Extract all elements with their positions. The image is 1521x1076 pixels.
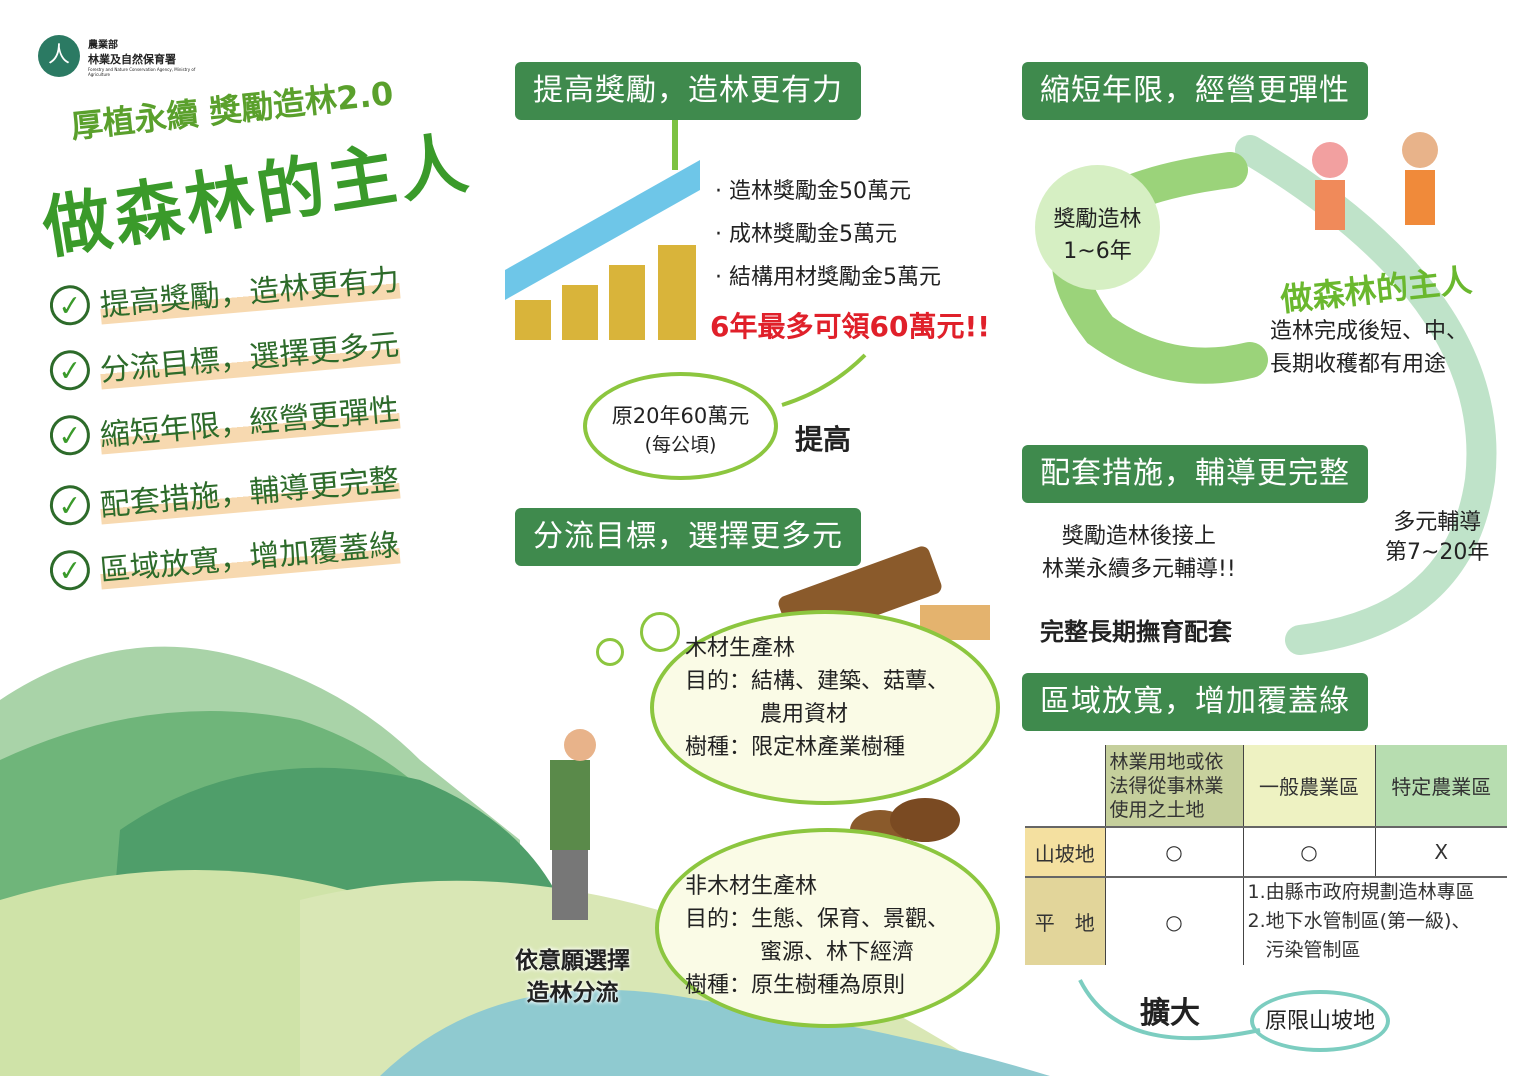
land-eligibility-table: 林業用地或依法得從事林業使用之土地 一般農業區 特定農業區 山坡地 ○ ○ X …: [1025, 745, 1507, 965]
header-divert: 分流目標，選擇更多元: [515, 508, 861, 566]
cell: X: [1374, 827, 1507, 877]
choice-line: 造林分流: [526, 980, 619, 1006]
cell: ○: [1104, 827, 1243, 877]
check-icon: ✓: [48, 483, 92, 527]
nontimber-species: 樹種：原生樹種為原則: [685, 973, 906, 998]
row-label: 山坡地: [1025, 827, 1105, 877]
original-slope-circle: 原限山坡地: [1250, 990, 1390, 1052]
header-incentive: 提高獎勵，造林更有力: [515, 62, 861, 120]
table-corner: [1025, 745, 1105, 827]
header-expand: 區域放寬，增加覆蓋綠: [1022, 673, 1368, 731]
thought-dot: [596, 638, 624, 666]
check-icon: ✓: [48, 348, 92, 392]
cell: ○: [1104, 877, 1243, 965]
flatland-note: 1.由縣市政府規劃造林專區 2.地下水管制區(第一級)、 污染管制區: [1242, 877, 1507, 965]
farmer-illustration: [550, 729, 596, 920]
note-line: 污染管制區: [1265, 939, 1361, 961]
original-line2: (每公頃): [644, 434, 717, 456]
timber-species: 樹種：限定林產業樹種: [685, 735, 906, 760]
note-line: 1.由縣市政府規劃造林專區: [1247, 881, 1475, 903]
original-line1: 原20年60萬元: [611, 404, 750, 428]
nontimber-bubble: [655, 828, 1000, 1028]
logo-line1: 農業部: [88, 39, 118, 51]
desc-line: 造林完成後短、中、: [1270, 319, 1469, 344]
nontimber-purpose2: 蜜源、林下經濟: [760, 940, 915, 965]
support-line: 林業永續多元輔導!!: [1042, 557, 1236, 582]
original-circle: 原20年60萬元 (每公頃): [583, 372, 778, 480]
logo-line3: Forestry and Nature Conservation Agency,…: [88, 66, 196, 77]
note-line: 2.地下水管制區(第一級)、: [1247, 910, 1471, 932]
timber-text: 木材生產林 目的：結構、建築、菇蕈、 農用資材 樹種：限定林產業樹種: [685, 632, 949, 764]
timber-purpose: 目的：結構、建築、菇蕈、: [685, 669, 950, 694]
header-shorten: 縮短年限，經營更彈性: [1022, 62, 1368, 120]
timber-bubble: [650, 610, 1000, 805]
cell: ○: [1242, 827, 1375, 877]
support-line: 獎勵造林後接上: [1061, 524, 1216, 549]
col-header: 特定農業區: [1374, 745, 1507, 827]
nontimber-text: 非木材生產林 目的：生態、保育、景觀、 蜜源、林下經濟 樹種：原生樹種為原則: [685, 870, 949, 1002]
incentive-highlight: 6年最多可領60萬元!!: [710, 310, 990, 343]
logo-icon: 人: [38, 35, 80, 77]
coin-stacks-icon: [505, 120, 700, 340]
nontimber-title: 非木材生產林: [685, 874, 818, 899]
nontimber-purpose: 目的：生態、保育、景觀、: [685, 907, 950, 932]
shorten-desc: 造林完成後短、中、 長期收穫都有用途: [1270, 315, 1468, 381]
choice-label: 依意願選擇 造林分流: [515, 945, 630, 1009]
support-text: 獎勵造林後接上 林業永續多元輔導!!: [1042, 520, 1236, 586]
thought-dot: [640, 612, 680, 652]
choice-line: 依意願選擇: [515, 948, 630, 974]
check-icon: ✓: [48, 283, 92, 327]
timber-purpose2: 農用資材: [760, 702, 849, 727]
guidance-line: 第7~20年: [1385, 540, 1490, 565]
check-icon: ✓: [48, 413, 92, 457]
agency-logo: 人 農業部 林業及自然保育署 Forestry and Nature Conse…: [38, 35, 198, 77]
table-row: 山坡地 ○ ○ X: [1025, 827, 1507, 877]
bullet: · 結構用材獎勵金5萬元: [715, 265, 941, 290]
guidance-years: 多元輔導 第7~20年: [1385, 508, 1489, 568]
incentive-bullets: · 造林獎勵金50萬元 · 成林獎勵金5萬元 · 結構用材獎勵金5萬元: [715, 170, 941, 299]
table-row: 平 地 ○ 1.由縣市政府規劃造林專區 2.地下水管制區(第一級)、 污染管制區: [1025, 877, 1507, 965]
years-line1: 獎勵造林: [1053, 207, 1142, 232]
row-label: 平 地: [1025, 877, 1105, 965]
support-bold: 完整長期撫育配套: [1040, 618, 1232, 646]
bullet: · 造林獎勵金50萬元: [715, 179, 911, 204]
years-line2: 1~6年: [1063, 239, 1132, 264]
expand-label: 擴大: [1140, 996, 1200, 1031]
check-icon: ✓: [48, 548, 92, 592]
desc-line: 長期收穫都有用途: [1270, 352, 1447, 377]
kids-illustration: [1312, 132, 1438, 230]
timber-title: 木材生產林: [685, 636, 796, 661]
col-header: 一般農業區: [1242, 745, 1375, 827]
raise-label: 提高: [795, 423, 852, 456]
years-circle: 獎勵造林 1~6年: [1035, 165, 1160, 290]
logo-line2: 林業及自然保育署: [88, 52, 176, 66]
bullet: · 成林獎勵金5萬元: [715, 222, 897, 247]
header-support: 配套措施，輔導更完整: [1022, 445, 1368, 503]
col-header: 林業用地或依法得從事林業使用之土地: [1104, 745, 1243, 827]
guidance-line: 多元輔導: [1393, 510, 1482, 535]
